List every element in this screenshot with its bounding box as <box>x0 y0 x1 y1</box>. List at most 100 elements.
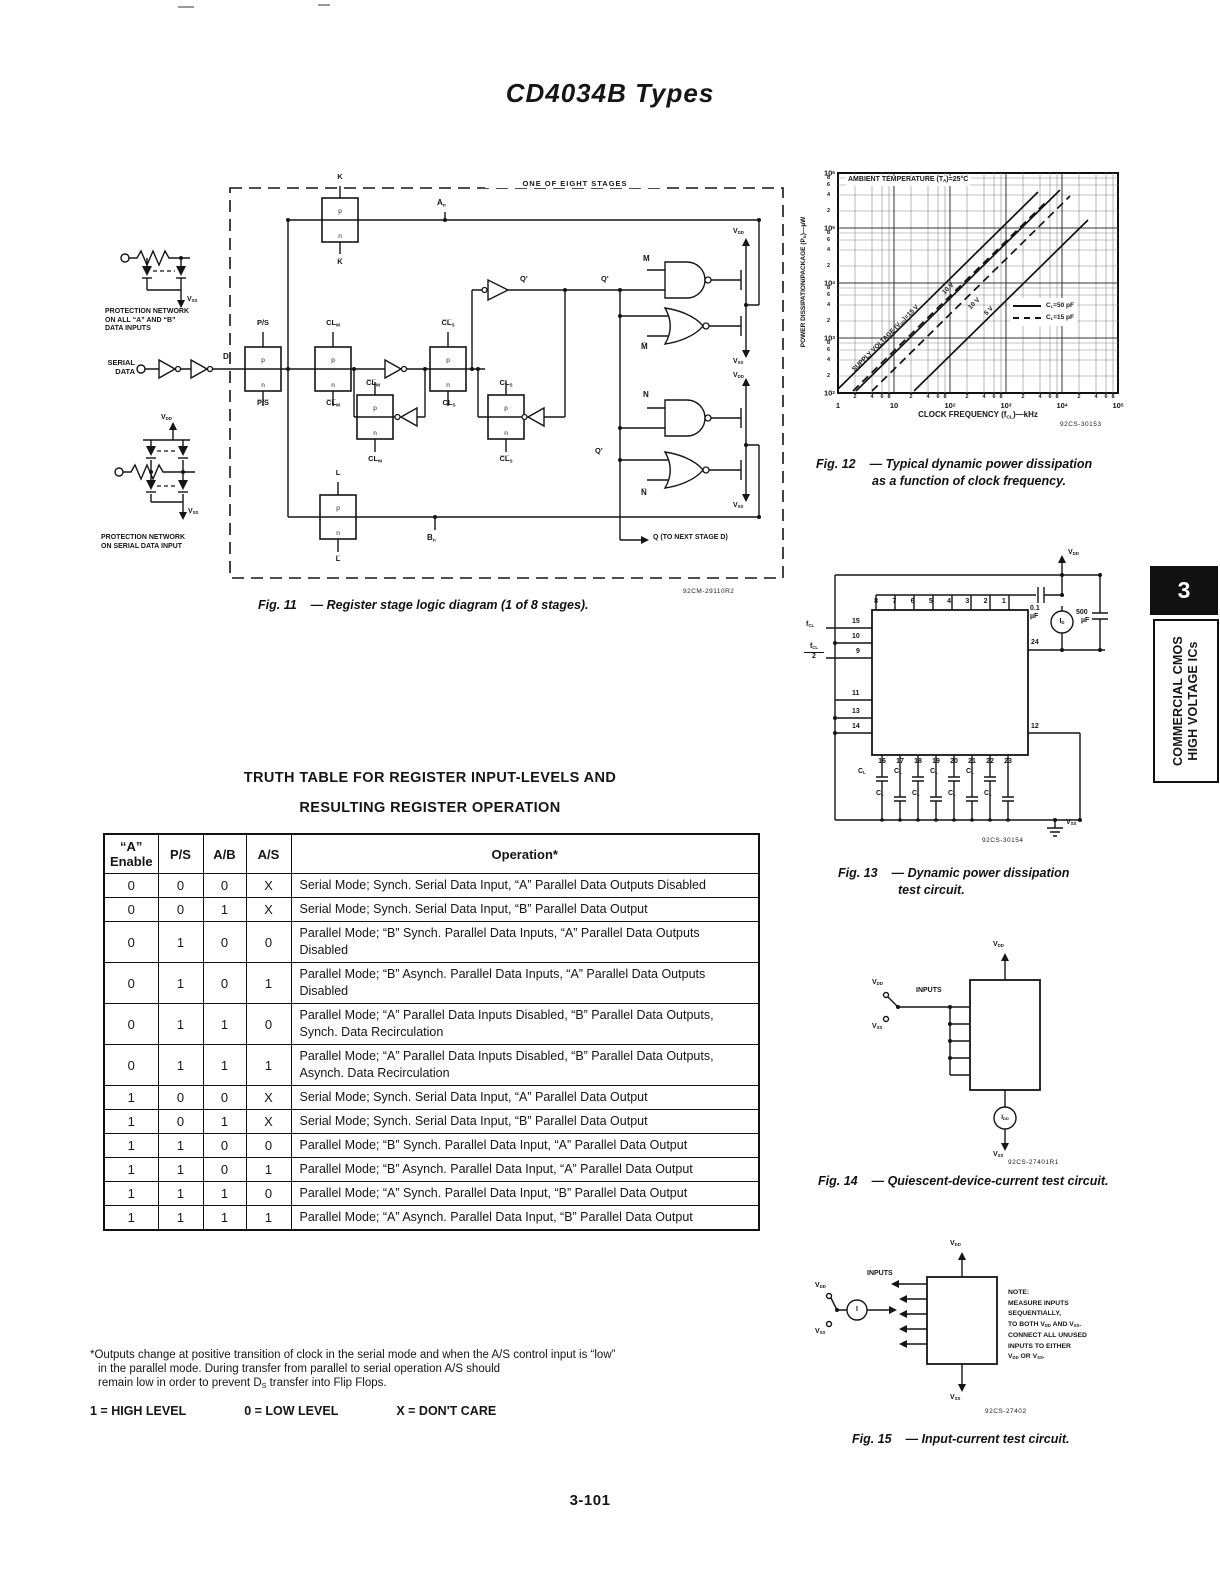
ab-cell: 1 <box>202 897 247 922</box>
pin-number: 7 <box>892 598 897 605</box>
x-axis-minor-tick-label: 8 <box>1055 394 1059 400</box>
as-cell: 0 <box>245 1003 292 1045</box>
pin-number: 2 <box>983 598 988 605</box>
figure-number: Fig. 13 <box>838 866 878 880</box>
pin-number: 8 <box>874 598 879 605</box>
x-axis-minor-tick-label: 2 <box>965 394 969 400</box>
enable-cell: 1 <box>103 1085 159 1110</box>
y-axis-minor-tick-label: 4 <box>826 192 830 198</box>
truth-table-title-line2: RESULTING REGISTER OPERATION <box>299 800 561 816</box>
n-bar-input-label: N̅ <box>641 488 647 497</box>
chart-canvas <box>837 172 1119 394</box>
as-cell: 1 <box>245 1157 292 1182</box>
as-cell: 1 <box>245 1044 292 1086</box>
pin-number: 1 <box>1001 598 1006 605</box>
vdd-label: VDD <box>993 941 1004 949</box>
cls-label: CLS <box>499 378 513 388</box>
y-axis-title: POWER DISSIPATION/PACKAGE (PD)—µW <box>800 216 808 348</box>
fig14-caption: Fig. 14 — Quiescent-device-current test … <box>818 1174 1108 1188</box>
truth-table-row: 0 1 0 1 Parallel Mode; “B” Asynch. Paral… <box>103 962 760 1004</box>
header-ps: P/S <box>157 833 204 874</box>
solid-line-sample <box>1013 305 1041 307</box>
load-capacitors <box>835 755 1080 822</box>
ps-cell: 1 <box>157 921 204 963</box>
note-line: TO BOTH VDD AND VSS. <box>1008 1320 1082 1328</box>
enable-cell: 0 <box>103 1044 159 1086</box>
vdd-label: VDD <box>733 228 744 236</box>
header-operation: Operation* <box>290 833 760 874</box>
y-axis-minor-tick-label: 6 <box>826 292 830 298</box>
note-line: MEASURE INPUTS <box>1008 1299 1069 1307</box>
svg-text:n: n <box>504 430 508 437</box>
cl-label: CL <box>966 768 974 776</box>
figure-caption-text: — Register stage logic diagram (1 of 8 s… <box>310 598 589 612</box>
vdd-label: VDD <box>1068 549 1079 557</box>
enable-cell: 1 <box>103 1157 159 1182</box>
enable-cell: 0 <box>103 962 159 1004</box>
pin-number: 18 <box>914 758 922 765</box>
ps-cell: 1 <box>157 1181 204 1206</box>
chart-annotation: AMBIENT TEMPERATURE (TA)=25°C <box>846 176 971 186</box>
x-axis-minor-tick-label: 8 <box>999 394 1003 400</box>
svg-text:p: p <box>336 505 340 512</box>
l-bar-label: L̅ <box>335 554 341 563</box>
enable-cell: 1 <box>103 1133 159 1158</box>
serial-data-label: SERIAL DATA <box>107 358 135 376</box>
pin-number: 13 <box>852 708 860 715</box>
y-axis-tick-label: 102 <box>823 388 835 398</box>
pin-number: 21 <box>968 758 976 765</box>
x-axis-minor-tick-label: 6 <box>992 394 996 400</box>
svg-text:n: n <box>338 233 342 240</box>
k-label: K <box>337 172 343 181</box>
operation-cell: Parallel Mode; “A” Synch. Parallel Data … <box>290 1181 760 1206</box>
svg-text:n: n <box>446 382 450 389</box>
enable-cell: 1 <box>103 1109 159 1134</box>
pin-number: 9 <box>856 648 860 655</box>
chart-curves <box>837 189 1089 392</box>
master-slave-latches: pn pn pn pn pn <box>244 278 665 452</box>
ab-cell: 1 <box>202 1109 247 1134</box>
x-axis-title: CLOCK FREQUENCY (fCL)—kHz <box>918 410 1038 421</box>
truth-table-row: 1 0 0 X Serial Mode; Synch. Serial Data … <box>103 1085 760 1110</box>
bn-output-label: Bn <box>427 533 436 544</box>
y-axis-tick-label: 105 <box>823 223 835 233</box>
pin-number: 19 <box>932 758 940 765</box>
operation-cell: Parallel Mode; “A” Parallel Data Inputs … <box>290 1003 760 1045</box>
svg-text:p: p <box>373 405 377 412</box>
left-pin-wiring <box>826 627 872 735</box>
vss-label: VSS <box>872 1023 883 1031</box>
fig12-power-dissipation-chart: AMBIENT TEMPERATURE (TA)=25°C SUPPLY VOL… <box>798 158 1138 438</box>
cls-label: CLS <box>442 398 456 408</box>
ab-cell: 0 <box>202 1157 247 1182</box>
svg-text:p: p <box>261 357 265 364</box>
vss-label: VSS <box>733 358 744 366</box>
circuit-drawing <box>826 555 1108 837</box>
output-gates-m <box>618 218 761 540</box>
truth-table-row: 1 1 1 1 Parallel Mode; “A” Asynch. Paral… <box>103 1205 760 1231</box>
fcl-over-2-label: fCL 2 <box>804 643 824 661</box>
figure-code: 92CS-27402 <box>985 1408 1027 1415</box>
section-tab-number: 3 <box>1150 566 1218 615</box>
protection-serial-label: PROTECTION NETWORK ON SERIAL DATA INPUT <box>101 534 185 550</box>
pin-number: 6 <box>910 598 915 605</box>
q-prime-label: Q' <box>520 274 528 283</box>
fig13-caption: Fig. 13 — Dynamic power dissipation <box>838 866 1069 880</box>
pin-number: 15 <box>852 618 860 625</box>
figure-caption-text: — Quiescent-device-current test circuit. <box>871 1174 1109 1188</box>
operation-cell: Parallel Mode; “A” Asynch. Parallel Data… <box>290 1205 760 1231</box>
cl-label: CL <box>876 790 884 798</box>
truth-table-row: 0 1 1 1 Parallel Mode; “A” Parallel Data… <box>103 1044 760 1086</box>
x-axis-minor-tick-label: 4 <box>982 394 986 400</box>
x-axis-tick-label: 10 <box>889 401 899 410</box>
cl-label: CL <box>858 768 866 776</box>
inputs-label: INPUTS <box>867 1270 893 1277</box>
ps-cell: 0 <box>157 1085 204 1110</box>
vdd-label: VDD <box>815 1282 826 1290</box>
n-input-label: N <box>643 390 649 399</box>
table-footnote-line1: *Outputs change at positive transition o… <box>90 1349 616 1361</box>
note-line: VDD OR VSS. <box>1008 1353 1045 1361</box>
